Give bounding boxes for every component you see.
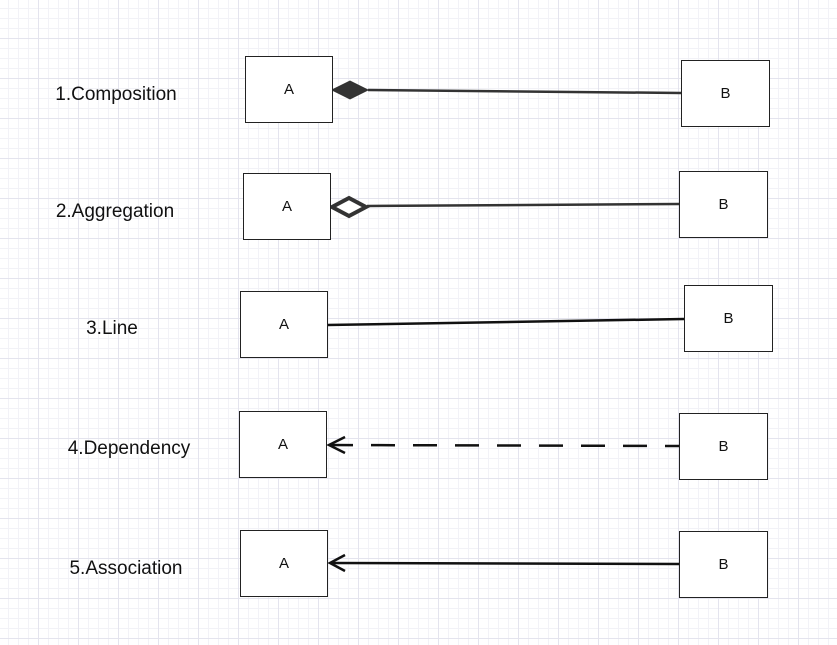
class-box-b-line[interactable]: B xyxy=(684,285,773,352)
class-box-a-dependency[interactable]: A xyxy=(239,411,327,478)
class-box-b-association[interactable]: B xyxy=(679,531,768,598)
row-label-dependency: 4.Dependency xyxy=(67,438,191,459)
composition-filled-diamond-icon xyxy=(330,80,370,100)
class-box-a-association[interactable]: A xyxy=(240,530,328,597)
association-open-arrow-icon xyxy=(327,553,346,573)
dependency-dashed-connector xyxy=(328,443,680,448)
class-box-a-aggregation[interactable]: A xyxy=(243,173,331,240)
row-label-composition: 1.Composition xyxy=(55,84,177,105)
aggregation-connector xyxy=(366,202,680,208)
class-box-b-aggregation[interactable]: B xyxy=(679,171,768,238)
association-connector xyxy=(329,561,680,566)
dependency-open-arrow-icon xyxy=(326,435,346,455)
row-label-aggregation: 2.Aggregation xyxy=(55,201,175,222)
class-box-b-dependency[interactable]: B xyxy=(679,413,768,480)
class-box-a-line[interactable]: A xyxy=(240,291,328,358)
class-box-a-composition[interactable]: A xyxy=(245,56,333,123)
row-label-association: 5.Association xyxy=(69,558,183,579)
class-box-b-composition[interactable]: B xyxy=(681,60,770,127)
composition-connector xyxy=(367,88,682,95)
row-label-line: 3.Line xyxy=(86,318,138,339)
plain-line-connector xyxy=(326,317,685,327)
aggregation-hollow-diamond-icon xyxy=(327,195,371,219)
